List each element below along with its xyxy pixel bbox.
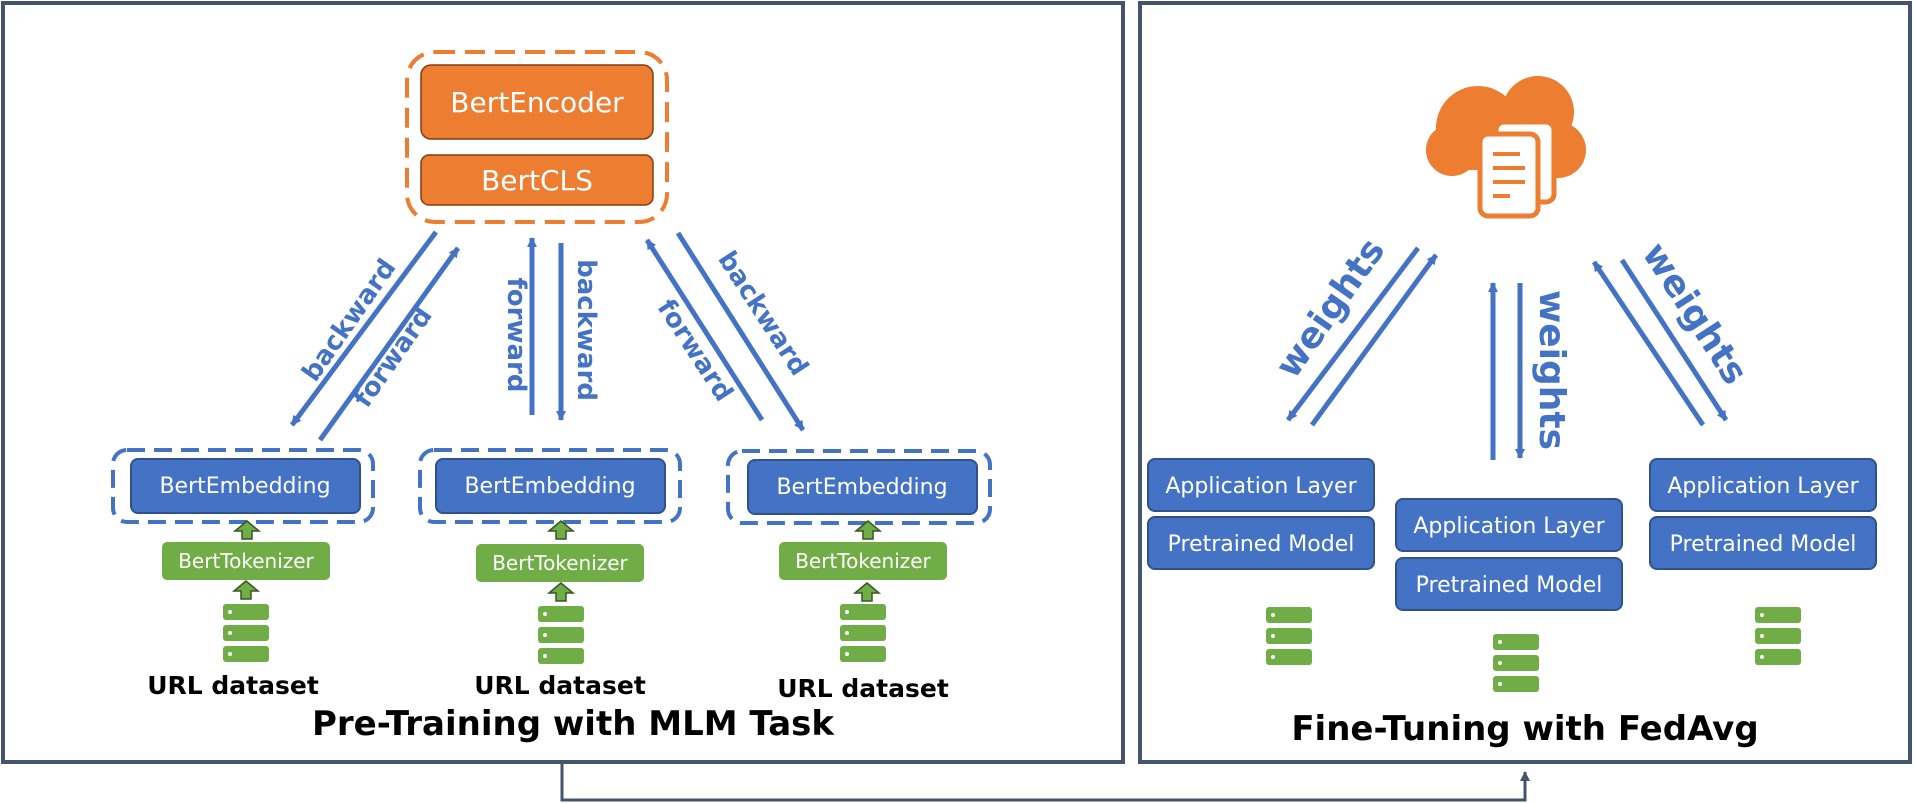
green-up-arrow-icon [233, 580, 259, 600]
client-3-finetuning: Application Layer Pretrained Model [1649, 458, 1877, 665]
application-layer-label-3: Application Layer [1667, 474, 1859, 499]
database-icon [1493, 634, 1539, 692]
pretrained-model-box-1 [1147, 516, 1375, 570]
forward-arrow-right [644, 238, 765, 422]
weights-arrow-up-right [1591, 260, 1706, 427]
bert-cls-label: BertCLS [481, 164, 593, 197]
database-icon [223, 604, 269, 662]
bert-embedding-label-1: BertEmbedding [159, 474, 330, 499]
bert-tokenizer-label-3: BertTokenizer [795, 549, 931, 573]
cloud-document-icon [1426, 76, 1586, 219]
application-layer-box-2 [1395, 498, 1623, 552]
dataset-label-1: URL dataset [147, 671, 319, 700]
pretrained-model-box-3 [1649, 516, 1877, 570]
database-icon [538, 606, 584, 664]
bert-tokenizer-label-2: BertTokenizer [492, 551, 628, 575]
backward-arrow-right [675, 231, 806, 432]
forward-arrow-left [317, 246, 461, 442]
client-1-finetuning: Application Layer Pretrained Model [1147, 458, 1375, 665]
embedding-group-3 [726, 449, 992, 525]
green-up-arrow-icon [548, 582, 574, 602]
finetuning-frame [1138, 1, 1912, 764]
client-2-finetuning: Application Layer Pretrained Model [1395, 498, 1623, 692]
bert-tokenizer-box-3 [779, 542, 947, 580]
bert-embedding-label-2: BertEmbedding [464, 474, 635, 499]
weights-label-middle: weights [1531, 290, 1572, 450]
backward-label-middle: backward [571, 259, 601, 401]
embedding-group-2 [418, 448, 682, 524]
weights-arrow-up-left [1309, 253, 1439, 427]
bert-cls-box: BertCLS [420, 154, 654, 206]
bert-encoder-label: BertEncoder [450, 86, 624, 119]
pretrained-model-label-1: Pretrained Model [1168, 532, 1355, 557]
database-icon [840, 604, 886, 662]
bert-embedding-box-1 [130, 458, 361, 514]
embedding-group-1 [111, 448, 375, 524]
bert-embedding-label-3: BertEmbedding [776, 475, 947, 500]
application-layer-box-1 [1147, 458, 1375, 512]
bert-encoder-box: BertEncoder [420, 64, 654, 140]
green-up-arrow-icon [854, 582, 880, 602]
application-layer-label-2: Application Layer [1413, 514, 1605, 539]
bert-embedding-box-2 [435, 458, 666, 514]
bert-tokenizer-box-1 [162, 542, 330, 580]
bert-tokenizer-label-1: BertTokenizer [178, 549, 314, 573]
forward-label-middle: forward [501, 278, 531, 393]
dataset-label-3: URL dataset [777, 674, 949, 703]
server-model-group [405, 50, 669, 224]
stage-connector-arrow [560, 764, 1530, 802]
pretrained-model-label-2: Pretrained Model [1416, 573, 1603, 598]
pretrained-model-label-3: Pretrained Model [1670, 532, 1857, 557]
client-1-pretraining: BertEmbedding BertTokenizer URL dataset [111, 448, 375, 700]
database-icon [1755, 607, 1801, 665]
finetuning-title: Fine-Tuning with FedAvg [1291, 709, 1758, 749]
dataset-label-2: URL dataset [474, 671, 646, 700]
application-layer-label-1: Application Layer [1165, 474, 1357, 499]
pretrained-model-box-2 [1395, 557, 1623, 611]
pretraining-frame [1, 1, 1125, 764]
backward-arrow-left [289, 230, 439, 427]
pretraining-title: Pre-Training with MLM Task [312, 704, 835, 744]
weights-arrow-down-left [1286, 246, 1420, 422]
application-layer-box-3 [1649, 458, 1877, 512]
bert-tokenizer-box-2 [476, 544, 644, 582]
client-2-pretraining: BertEmbedding BertTokenizer URL dataset [418, 448, 682, 700]
database-icon [1266, 607, 1312, 665]
bert-embedding-box-3 [747, 459, 978, 515]
weights-arrow-down-right [1619, 258, 1729, 422]
client-3-pretraining: BertEmbedding BertTokenizer URL dataset [726, 449, 992, 703]
